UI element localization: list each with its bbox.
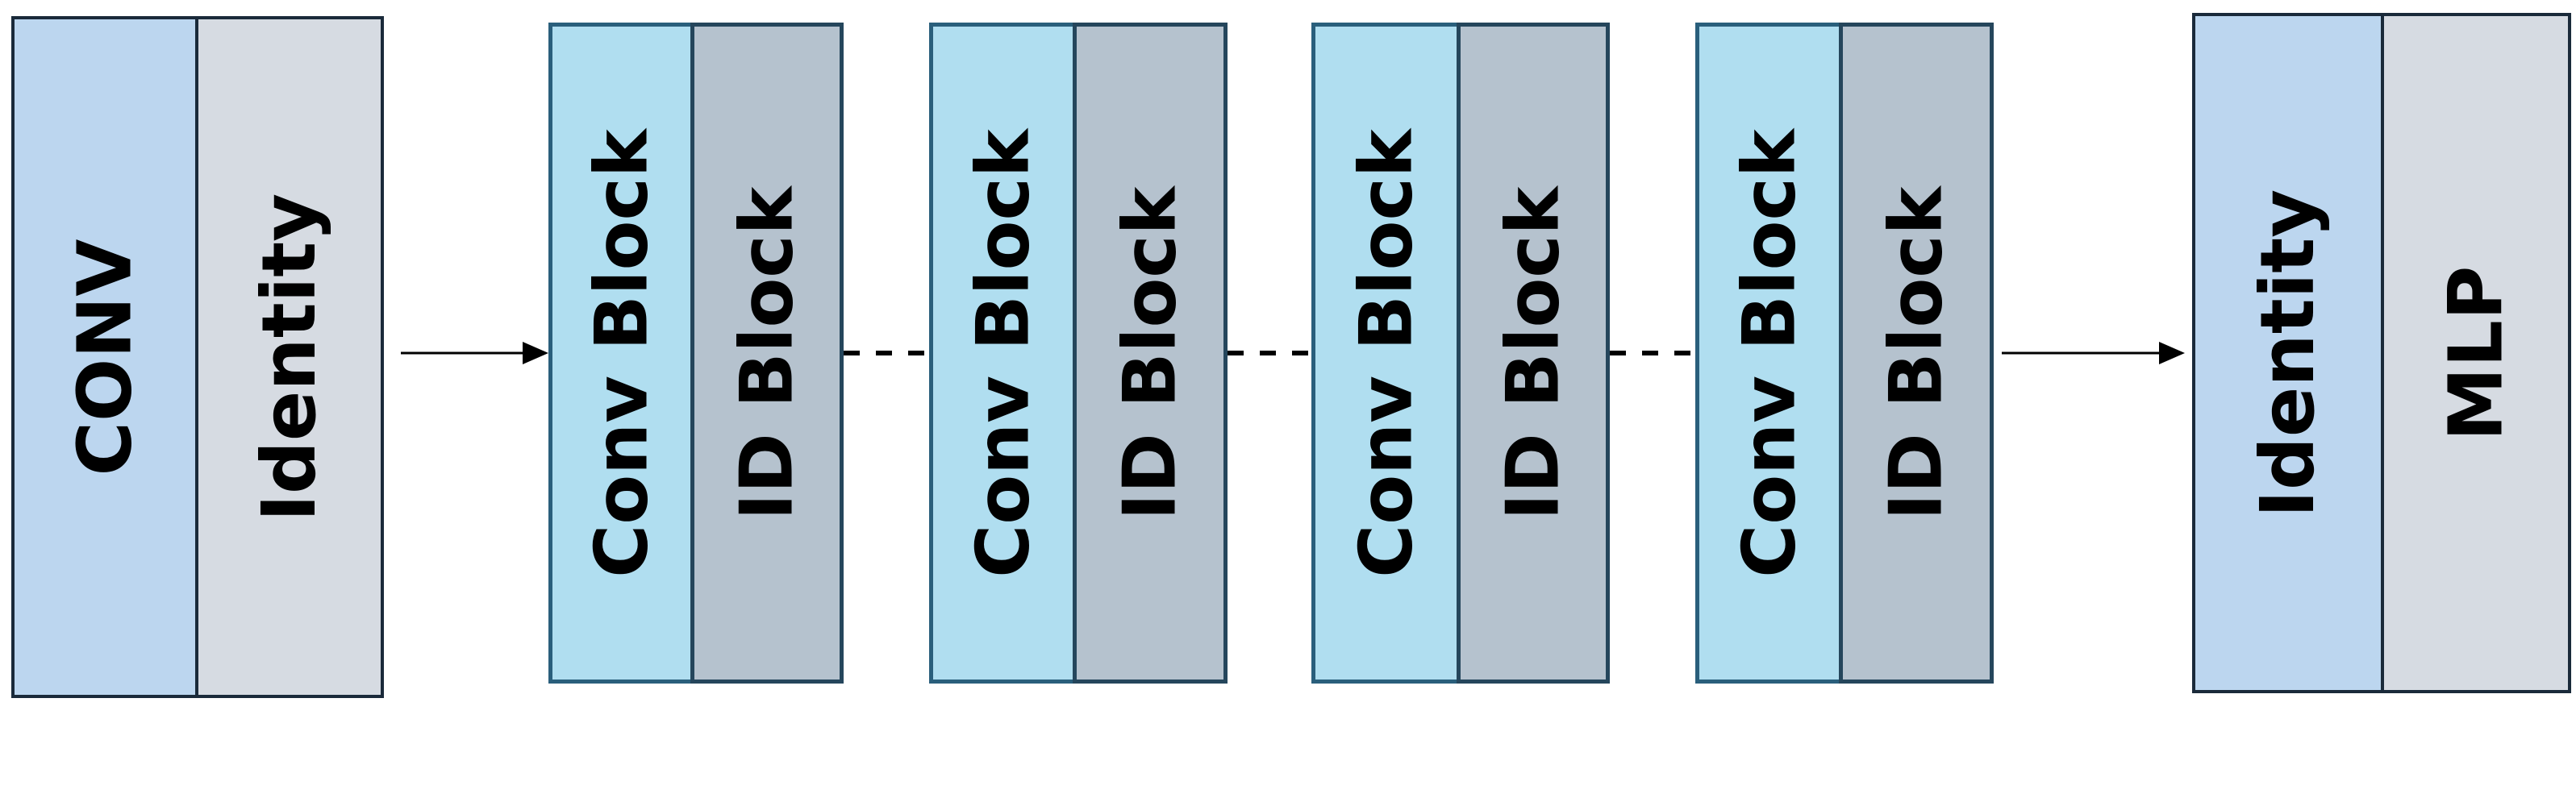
conv-block: Conv Block xyxy=(1311,23,1461,684)
id-block-label: ID Block xyxy=(1490,185,1576,521)
mlp-label: MLP xyxy=(2432,265,2520,441)
identity-stem-layer: Identity xyxy=(195,16,384,698)
id-block: ID Block xyxy=(1839,23,1994,684)
conv-stem-label: CONV xyxy=(61,239,148,476)
identity-head-label: Identity xyxy=(2245,189,2332,517)
id-block: ID Block xyxy=(1073,23,1228,684)
identity-stem-label: Identity xyxy=(246,193,333,522)
id-block-label: ID Block xyxy=(1107,185,1193,521)
identity-head-layer: Identity xyxy=(2192,13,2384,693)
arrow-head-stem xyxy=(523,342,548,364)
conv-block-label: Conv Block xyxy=(1727,128,1812,578)
arrow-head-head xyxy=(2159,342,2185,364)
conv-block: Conv Block xyxy=(929,23,1078,684)
conv-block-label: Conv Block xyxy=(961,128,1046,578)
conv-block-label: Conv Block xyxy=(1344,128,1429,578)
id-block-label: ID Block xyxy=(724,185,810,521)
conv-block-label: Conv Block xyxy=(579,128,665,578)
mlp-layer: MLP xyxy=(2381,13,2571,693)
id-block: ID Block xyxy=(1457,23,1610,684)
conv-block: Conv Block xyxy=(548,23,695,684)
id-block: ID Block xyxy=(690,23,844,684)
conv-block: Conv Block xyxy=(1695,23,1844,684)
id-block-label: ID Block xyxy=(1874,185,1959,521)
conv-stem-layer: CONV xyxy=(11,16,198,698)
